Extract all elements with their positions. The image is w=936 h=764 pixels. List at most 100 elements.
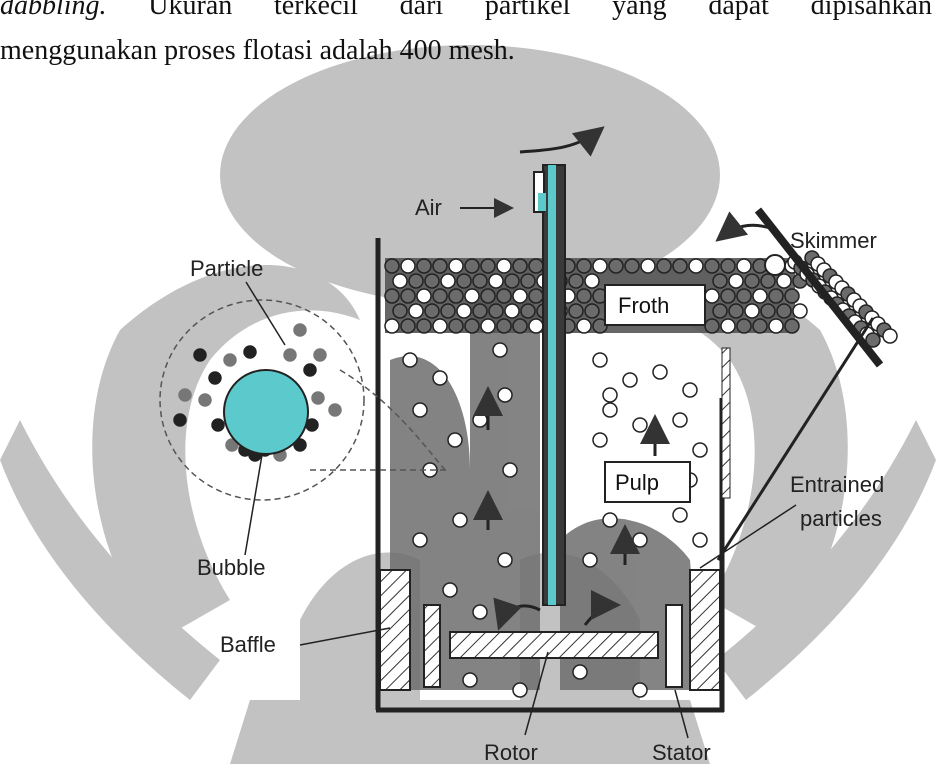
bubble-mark xyxy=(497,259,511,273)
bubble-mark xyxy=(633,683,647,697)
bubble-mark xyxy=(593,433,607,447)
bubble-mark xyxy=(569,304,583,318)
bubble-mark xyxy=(329,404,341,416)
bubble-mark xyxy=(633,418,647,432)
particle-pointer xyxy=(246,282,285,345)
bubble-mark xyxy=(583,553,597,567)
bubble-mark xyxy=(721,289,735,303)
bubble-mark xyxy=(403,353,417,367)
entrained-label-line-2: particles xyxy=(800,506,882,531)
bubble-mark xyxy=(585,274,599,288)
bubble-mark xyxy=(603,403,617,417)
bubble-mark xyxy=(721,259,735,273)
bubble-mark xyxy=(585,304,599,318)
air-label: Air xyxy=(415,195,442,220)
bubble-mark xyxy=(457,304,471,318)
bubble-mark xyxy=(673,508,687,522)
bubble-mark xyxy=(673,259,687,273)
bubble-mark xyxy=(769,319,783,333)
bubble-mark xyxy=(194,349,206,361)
bubble-mark xyxy=(713,274,727,288)
bubble-mark xyxy=(433,319,447,333)
bubble-mark xyxy=(463,673,477,687)
bubble-mark xyxy=(753,319,767,333)
bubble-mark xyxy=(401,259,415,273)
bubble-mark xyxy=(465,289,479,303)
bubble-mark xyxy=(633,533,647,547)
bubble-mark xyxy=(603,388,617,402)
bubble-mark xyxy=(777,274,791,288)
bubble-mark xyxy=(513,319,527,333)
bubble-mark xyxy=(473,605,487,619)
bubble-mark xyxy=(577,289,591,303)
bubble-pointer xyxy=(245,455,262,555)
bubble-mark xyxy=(785,319,799,333)
bubble-mark xyxy=(179,389,191,401)
bubble-mark xyxy=(417,319,431,333)
bubble-mark xyxy=(489,304,503,318)
bubble-mark xyxy=(401,289,415,303)
bubble-mark xyxy=(513,259,527,273)
bubble-mark xyxy=(609,259,623,273)
bubble-mark xyxy=(457,274,471,288)
bubble-mark xyxy=(417,259,431,273)
rotor xyxy=(450,632,658,658)
bubble-mark xyxy=(199,394,211,406)
bubble-mark xyxy=(441,274,455,288)
bubble-mark xyxy=(641,259,655,273)
bubble-mark xyxy=(761,304,775,318)
bubble-mark xyxy=(449,289,463,303)
particle-label: Particle xyxy=(190,256,263,281)
bubble-mark xyxy=(513,289,527,303)
bubble-mark xyxy=(577,319,591,333)
bubble-mark xyxy=(473,413,487,427)
bubble-mark xyxy=(393,304,407,318)
froth-label: Froth xyxy=(618,293,669,318)
bubble-mark xyxy=(413,403,427,417)
bubble-mark xyxy=(625,259,639,273)
skimmer-label: Skimmer xyxy=(790,228,877,253)
bubble-mark xyxy=(729,274,743,288)
bubble-mark xyxy=(793,304,807,318)
bubble-mark xyxy=(693,443,707,457)
bubble-mark xyxy=(493,343,507,357)
bubble-mark xyxy=(729,304,743,318)
bubble-mark xyxy=(529,289,543,303)
rotor-label: Rotor xyxy=(484,740,538,764)
bubble-mark xyxy=(425,274,439,288)
stator-pointer xyxy=(675,690,688,738)
bubble-mark xyxy=(657,259,671,273)
bubble-mark xyxy=(453,513,467,527)
bubble-mark xyxy=(425,304,439,318)
bubble-mark xyxy=(304,364,316,376)
bubble-mark xyxy=(433,371,447,385)
bubble-mark xyxy=(409,274,423,288)
bubble-mark xyxy=(737,319,751,333)
bubble-mark xyxy=(721,319,735,333)
bubble-mark xyxy=(713,304,727,318)
bubble-mark xyxy=(785,289,799,303)
bubble-mark xyxy=(573,665,587,679)
bubble-mark xyxy=(753,289,767,303)
baffle-label: Baffle xyxy=(220,632,276,657)
bubble-label: Bubble xyxy=(197,555,266,580)
bubble-mark xyxy=(409,304,423,318)
bubble-mark xyxy=(489,274,503,288)
bubble-mark xyxy=(481,319,495,333)
bubble-mark xyxy=(473,274,487,288)
bubble-mark xyxy=(498,553,512,567)
bubble-mark xyxy=(473,304,487,318)
bubble-mark xyxy=(401,319,415,333)
bubble-mark xyxy=(314,349,326,361)
bubble-mark xyxy=(623,373,637,387)
bubble-mark xyxy=(777,304,791,318)
bubble-mark xyxy=(481,259,495,273)
bubble-mark xyxy=(443,583,457,597)
bubble-mark xyxy=(521,274,535,288)
bubble-mark xyxy=(294,324,306,336)
launder xyxy=(722,348,730,498)
bubble-mark xyxy=(673,413,687,427)
bubble-mark xyxy=(433,289,447,303)
bubble-mark xyxy=(433,259,447,273)
